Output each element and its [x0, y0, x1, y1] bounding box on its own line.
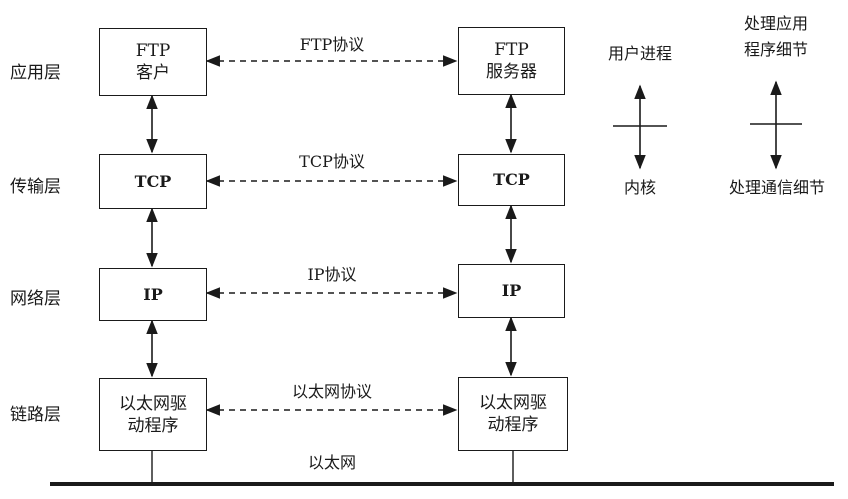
ftp-server-box: FTP 服务器: [458, 27, 565, 95]
right-tcp-box: TCP: [458, 154, 565, 206]
ftp-client-line2: 客户: [136, 63, 170, 83]
left-ip-label: IP: [143, 284, 163, 304]
left-ethernet-driver-box: 以太网驱 动程序: [99, 378, 207, 451]
comm-detail-label: 处理通信细节: [728, 178, 825, 197]
right-driver-line1: 以太网驱: [479, 393, 547, 413]
right-driver-line2: 动程序: [487, 415, 539, 435]
right-tcp-label: TCP: [493, 170, 530, 189]
ftp-client-box: FTP 客户: [99, 28, 207, 96]
layer-label-transport: 传输层: [10, 177, 61, 197]
ftp-server-line1: FTP: [494, 40, 529, 60]
ip-protocol-label: IP协议: [307, 265, 357, 284]
left-driver-line2: 动程序: [127, 415, 179, 436]
layer-label-application: 应用层: [10, 63, 61, 83]
tcp-protocol-label: TCP协议: [299, 152, 365, 171]
left-driver-line1: 以太网驱: [119, 393, 187, 414]
user-process-label: 用户进程: [607, 44, 672, 63]
right-ethernet-driver-box: 以太网驱 动程序: [458, 377, 568, 451]
app-detail-label-line2: 程序细节: [743, 40, 808, 59]
left-tcp-box: TCP: [99, 154, 207, 209]
layer-label-network: 网络层: [10, 289, 61, 309]
ftp-server-line2: 服务器: [486, 62, 537, 82]
ethernet-medium-label: 以太网: [307, 453, 356, 472]
left-tcp-label: TCP: [134, 171, 172, 191]
left-ip-box: IP: [99, 268, 207, 321]
ftp-protocol-label: FTP协议: [299, 35, 365, 54]
right-ip-label: IP: [501, 281, 522, 300]
kernel-label: 内核: [623, 178, 656, 197]
ftp-client-line1: FTP: [135, 41, 171, 61]
layer-label-link: 链路层: [10, 405, 61, 425]
app-detail-label-line1: 处理应用: [743, 14, 808, 33]
ethernet-protocol-label: 以太网协议: [291, 382, 372, 401]
right-ip-box: IP: [458, 264, 565, 318]
